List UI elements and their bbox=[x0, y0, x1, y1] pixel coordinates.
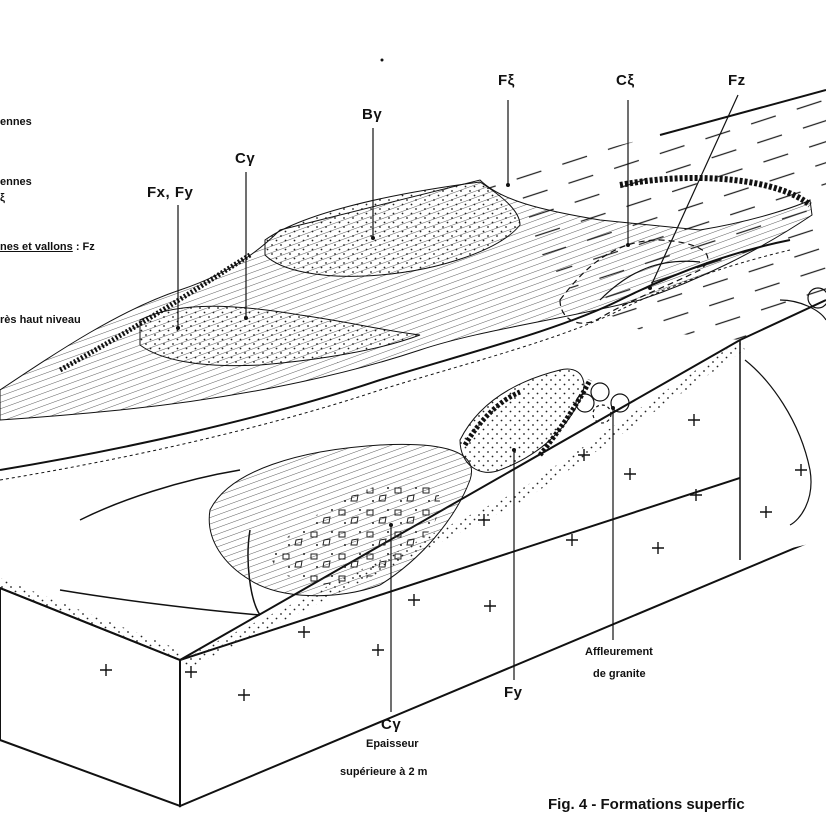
label-affleurement-2: de granite bbox=[593, 668, 646, 680]
stream bbox=[0, 239, 791, 471]
valley-Cxi bbox=[559, 239, 709, 324]
leader-lines bbox=[177, 94, 739, 712]
figure-caption: Fig. 4 - Formations superfic bbox=[548, 796, 745, 813]
legend-line-3: ξ bbox=[0, 192, 5, 204]
alluvium-band bbox=[180, 340, 745, 670]
legend-line-1: ennes bbox=[0, 116, 32, 128]
label-C-gamma-bottom: Cγ bbox=[381, 716, 402, 733]
label-B-gamma: Bγ bbox=[362, 106, 383, 123]
block-side-face bbox=[179, 448, 826, 808]
label-Fx-Fy: Fx, Fy bbox=[147, 184, 194, 201]
granite-outcrop bbox=[575, 382, 630, 424]
legend-line-5: rès haut niveau bbox=[0, 314, 81, 326]
granite-crosses bbox=[100, 414, 807, 701]
legend-line-2: ennes bbox=[0, 176, 32, 188]
label-Fy: Fy bbox=[504, 684, 523, 701]
label-epaisseur-2: supérieure à 2 m bbox=[340, 766, 428, 778]
label-C-gamma-top: Cγ bbox=[235, 150, 256, 167]
label-Fz: Fz bbox=[728, 72, 746, 89]
label-F-xi: Fξ bbox=[498, 72, 515, 89]
terrace-FxFy bbox=[139, 305, 421, 367]
legend-line-4-underlined: nes et vallons bbox=[0, 241, 73, 253]
label-C-xi: Cξ bbox=[616, 72, 635, 89]
legend-line-4: nes et vallons : Fz bbox=[0, 241, 95, 253]
label-affleurement-1: Affleurement bbox=[585, 646, 653, 658]
ridge-top-Bgamma bbox=[264, 181, 521, 277]
legend-line-4-rest: : Fz bbox=[72, 241, 95, 253]
label-epaisseur-1: Epaisseur bbox=[366, 738, 419, 750]
block-right-face bbox=[740, 300, 826, 560]
